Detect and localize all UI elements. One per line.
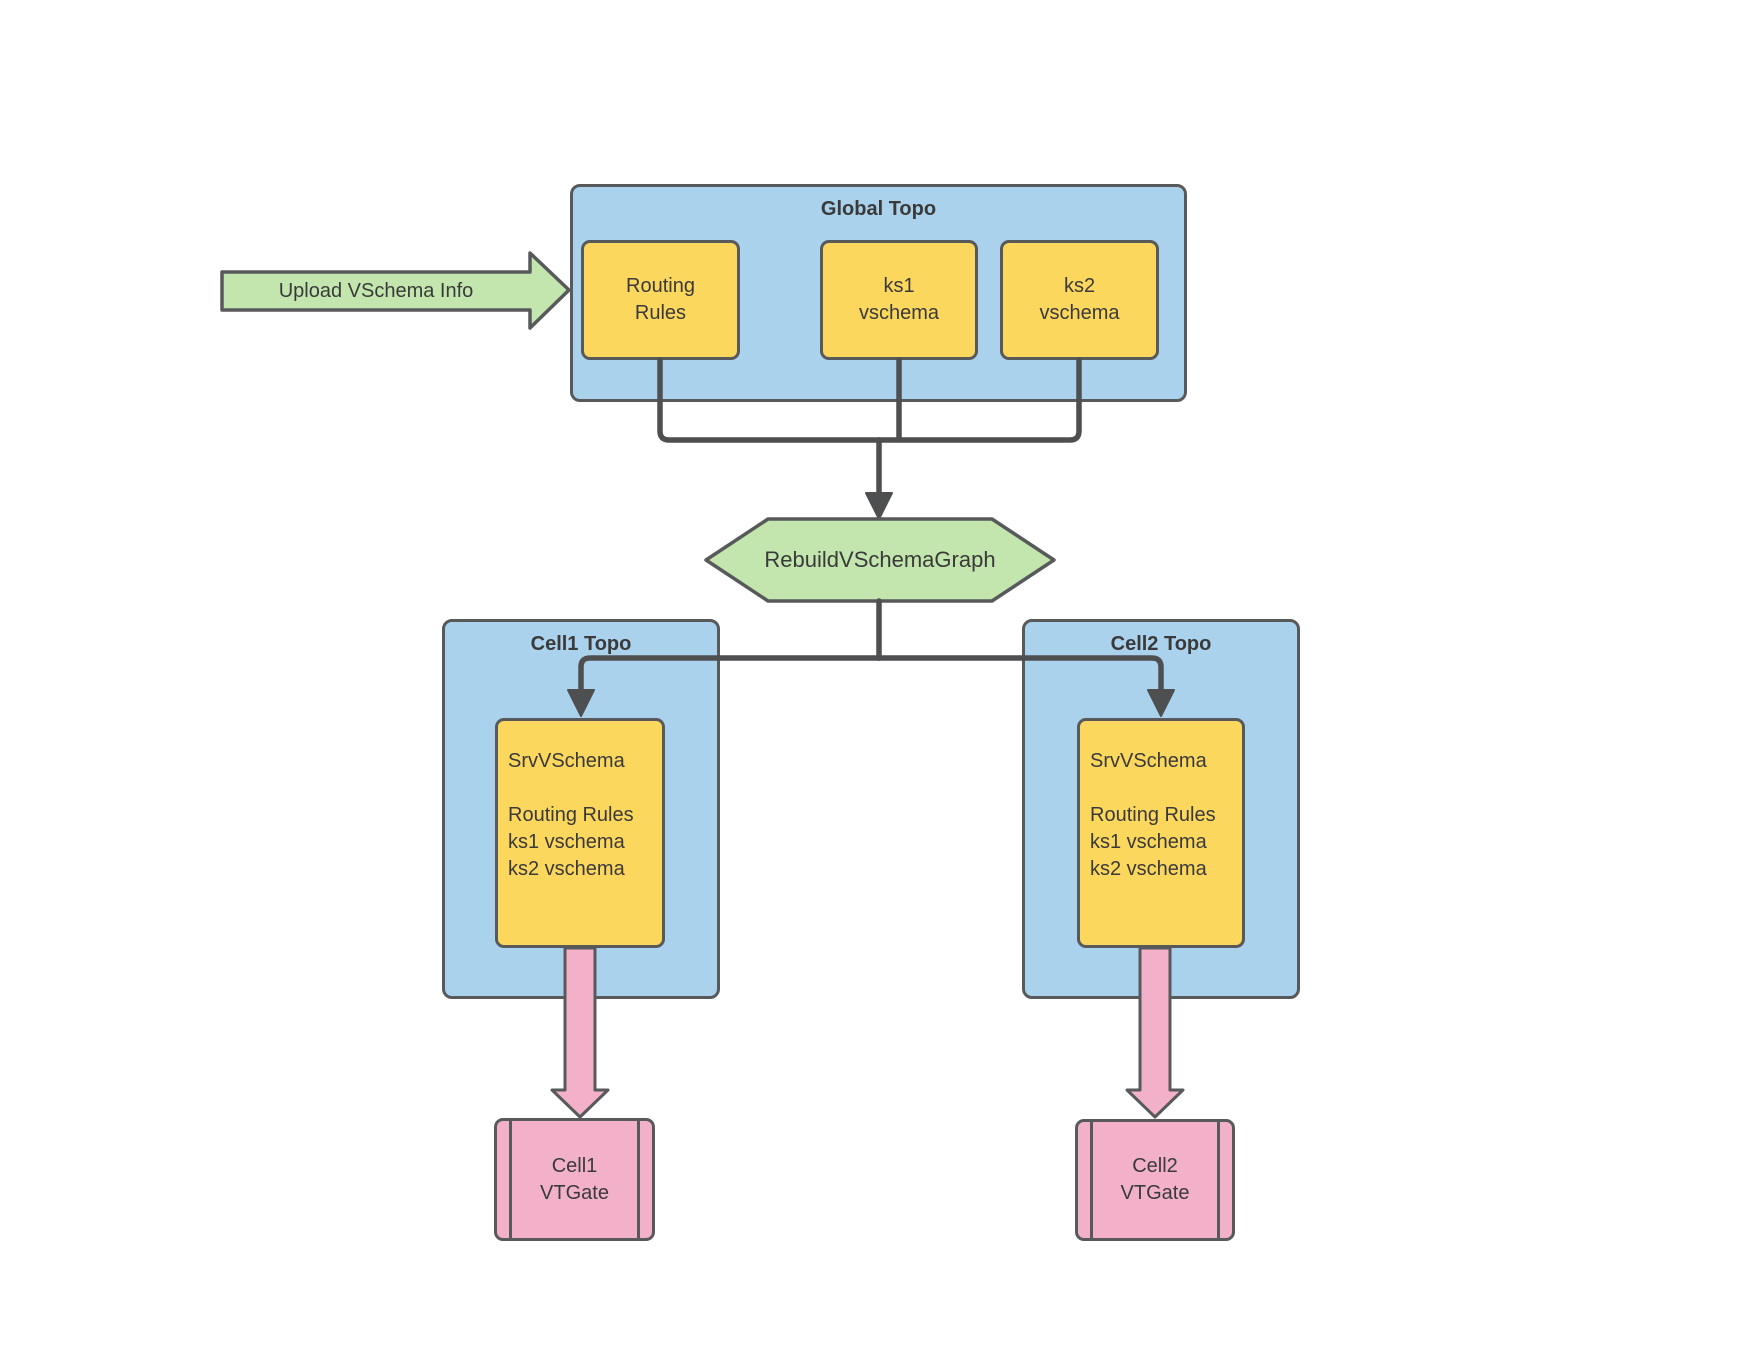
routing-rules-line1: Routing: [626, 275, 695, 297]
cell2-srv-line5: ks2 vschema: [1090, 858, 1207, 880]
ks1-line2: vschema: [858, 302, 940, 324]
cell1-vtgate-left-bar: [509, 1121, 512, 1238]
rebuild-hexagon-shape: [704, 517, 1056, 603]
ks1-line1: ks1: [883, 275, 915, 297]
cell1-srvvschema-box: SrvVSchema Routing Rules ks1 vschema ks2…: [495, 718, 665, 948]
ks1-vschema-box: ks1 vschema: [820, 240, 978, 360]
cell2-srv-line4: ks1 vschema: [1090, 831, 1207, 853]
cell1-srv-line2: [508, 775, 656, 802]
cell2-topo-container: Cell2 Topo SrvVSchema Routing Rules ks1 …: [1022, 619, 1300, 999]
cell1-topo-container: Cell1 Topo SrvVSchema Routing Rules ks1 …: [442, 619, 720, 999]
ks2-vschema-box: ks2 vschema: [1000, 240, 1159, 360]
rebuild-hexagon-label: RebuildVSchemaGraph: [764, 547, 996, 572]
cell2-vtgate-left-bar: [1090, 1122, 1093, 1238]
cell2-srv-line1: SrvVSchema: [1090, 750, 1207, 772]
cell1-vtgate-line1: Cell1: [551, 1154, 598, 1177]
cell2-vtgate-right-bar: [1217, 1122, 1220, 1238]
ks2-line2: vschema: [1039, 302, 1120, 324]
cell1-srv-line1: SrvVSchema: [508, 750, 625, 772]
cell2-vtgate-box: Cell2 VTGate: [1075, 1119, 1235, 1241]
global-topo-title: Global Topo: [820, 198, 937, 220]
cell2-srv-line2: [1090, 775, 1236, 802]
cell1-topo-title: Cell1 Topo: [530, 633, 632, 655]
upload-arrow-shape: [220, 251, 571, 330]
ks2-line1: ks2: [1063, 275, 1096, 297]
cell1-srv-line3: Routing Rules: [508, 804, 634, 826]
arrowhead-to-rebuild: [865, 492, 893, 520]
cell1-vtgate-box: Cell1 VTGate: [494, 1118, 655, 1241]
global-topo-container: Global Topo Routing Rules ks1 vschema ks…: [570, 184, 1187, 402]
cell1-srv-line4: ks1 vschema: [508, 831, 625, 853]
upload-arrow-label: Upload VSchema Info: [278, 279, 474, 302]
cell2-topo-title: Cell2 Topo: [1110, 633, 1212, 655]
cell2-vtgate-line2: VTGate: [1120, 1182, 1190, 1204]
routing-rules-line2: Rules: [634, 302, 687, 324]
cell2-vtgate-line1: Cell2: [1132, 1155, 1178, 1177]
cell1-vtgate-line2: VTGate: [540, 1181, 609, 1204]
cell2-srvvschema-box: SrvVSchema Routing Rules ks1 vschema ks2…: [1077, 718, 1245, 948]
routing-rules-box: Routing Rules: [581, 240, 740, 360]
cell1-srv-line5: ks2 vschema: [508, 858, 625, 880]
cell2-srv-line3: Routing Rules: [1090, 804, 1216, 826]
cell1-vtgate-right-bar: [637, 1121, 640, 1238]
